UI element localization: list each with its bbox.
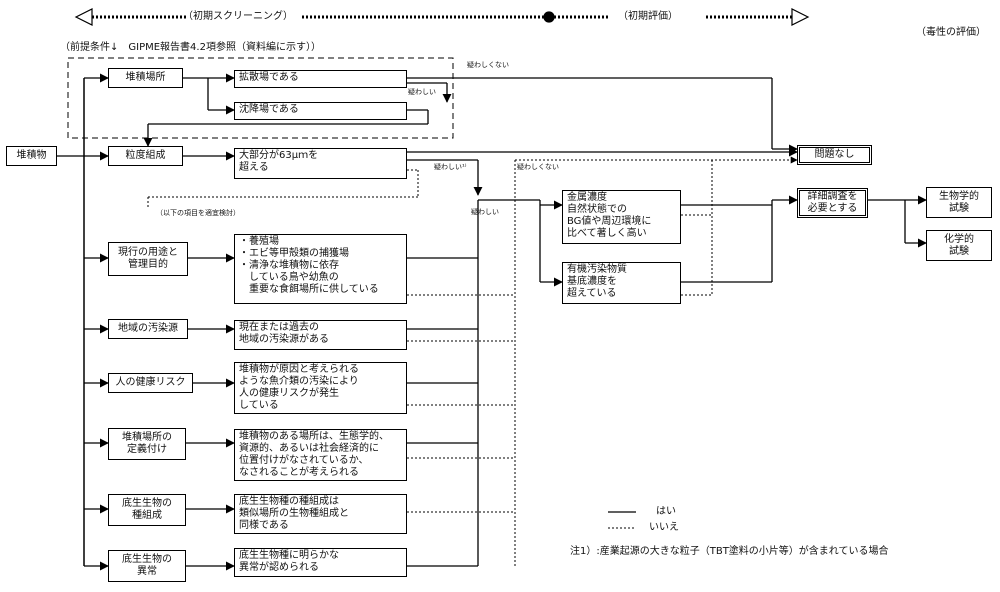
category-location: 堆積場所 (108, 68, 183, 88)
category-pollution-source: 地域の汚染源 (108, 319, 188, 339)
initial-screening-label: （初期スクリーニング） (183, 11, 293, 22)
criteria-deposition: 沈降場である (234, 102, 407, 120)
criteria-benthic-composition: 底生生物種の種組成は 類似場所の生物種組成と 同様である (234, 494, 407, 534)
precondition-note: （前提条件↓ GIPME報告書4.2項参照（資料編に示す）） (60, 42, 321, 53)
toxicity-assessment-label: （毒性の評価） (916, 27, 986, 38)
category-health-risk: 人の健康リスク (108, 373, 193, 393)
screening-arrowhead (74, 8, 93, 26)
root-node-sediment: 堆積物 (6, 146, 57, 166)
category-benthic-composition: 底生生物の 種組成 (108, 494, 186, 526)
category-benthic-anomaly: 底生生物の 異常 (108, 550, 186, 582)
edge-label-not-doubtful-mid: 疑わしくない (517, 163, 559, 171)
category-definition: 堆積場所の 定義付け (108, 428, 186, 460)
edge-label-doubtful-top: 疑わしい (408, 88, 436, 96)
result-biological-test: 生物学的 試験 (926, 187, 992, 218)
criteria-definition: 堆積物のある場所は、生態学的、 資源的、あるいは社会経済的に 位置付けがなされて… (234, 429, 407, 481)
criteria-grain-size: 大部分が63μｍを 超える (234, 148, 407, 179)
phase-divider-dot (543, 11, 555, 23)
result-detailed-survey: 詳細調査を 必要とする (797, 188, 868, 218)
category-grain: 粒度組成 (108, 146, 183, 166)
criteria-usage: ・養殖場 ・エビ等甲殻類の捕獲場 ・清浄な堆積物に依存 している鳥や幼魚の 重要… (234, 234, 407, 304)
initial-assessment-label: （初期評価） (618, 11, 678, 22)
edge-label-not-doubtful-top: 疑わしくない (467, 61, 509, 69)
legend-no-label: いいえ (649, 522, 679, 533)
criteria-health-risk: 堆積物が原因と考えられる ような魚介類の汚染により 人の健康リスクが発生 してい… (234, 362, 407, 414)
result-chemical-test: 化学的 試験 (926, 230, 992, 261)
criteria-dispersion: 拡散場である (234, 70, 407, 88)
edge-label-doubtful-mid: 疑わしい (471, 208, 499, 216)
category-usage: 現行の用途と 管理目的 (108, 242, 188, 276)
assessment-arrowhead (791, 8, 810, 26)
footnote: 注1）:産業起源の大きな粒子（TBT塗料の小片等）が含まれている場合 (570, 546, 889, 557)
edge-label-below-items: （以下の項目を適宜検討） (156, 209, 240, 217)
criteria-pollution-source: 現在または過去の 地域の汚染源がある (234, 320, 407, 350)
precondition-region (67, 57, 454, 139)
legend-yes-label: はい (656, 506, 676, 517)
result-no-problem: 問題なし (797, 145, 872, 165)
assessment-metal: 金属濃度 自然状態での BG値や周辺環境に 比べて著しく高い (562, 190, 681, 244)
assessment-organic: 有機汚染物質 基底濃度を 超えている (562, 262, 681, 304)
criteria-benthic-anomaly: 底生生物種に明らかな 異常が認められる (234, 548, 407, 577)
edge-label-doubtful-note: 疑わしい¹⁾ (434, 163, 467, 171)
